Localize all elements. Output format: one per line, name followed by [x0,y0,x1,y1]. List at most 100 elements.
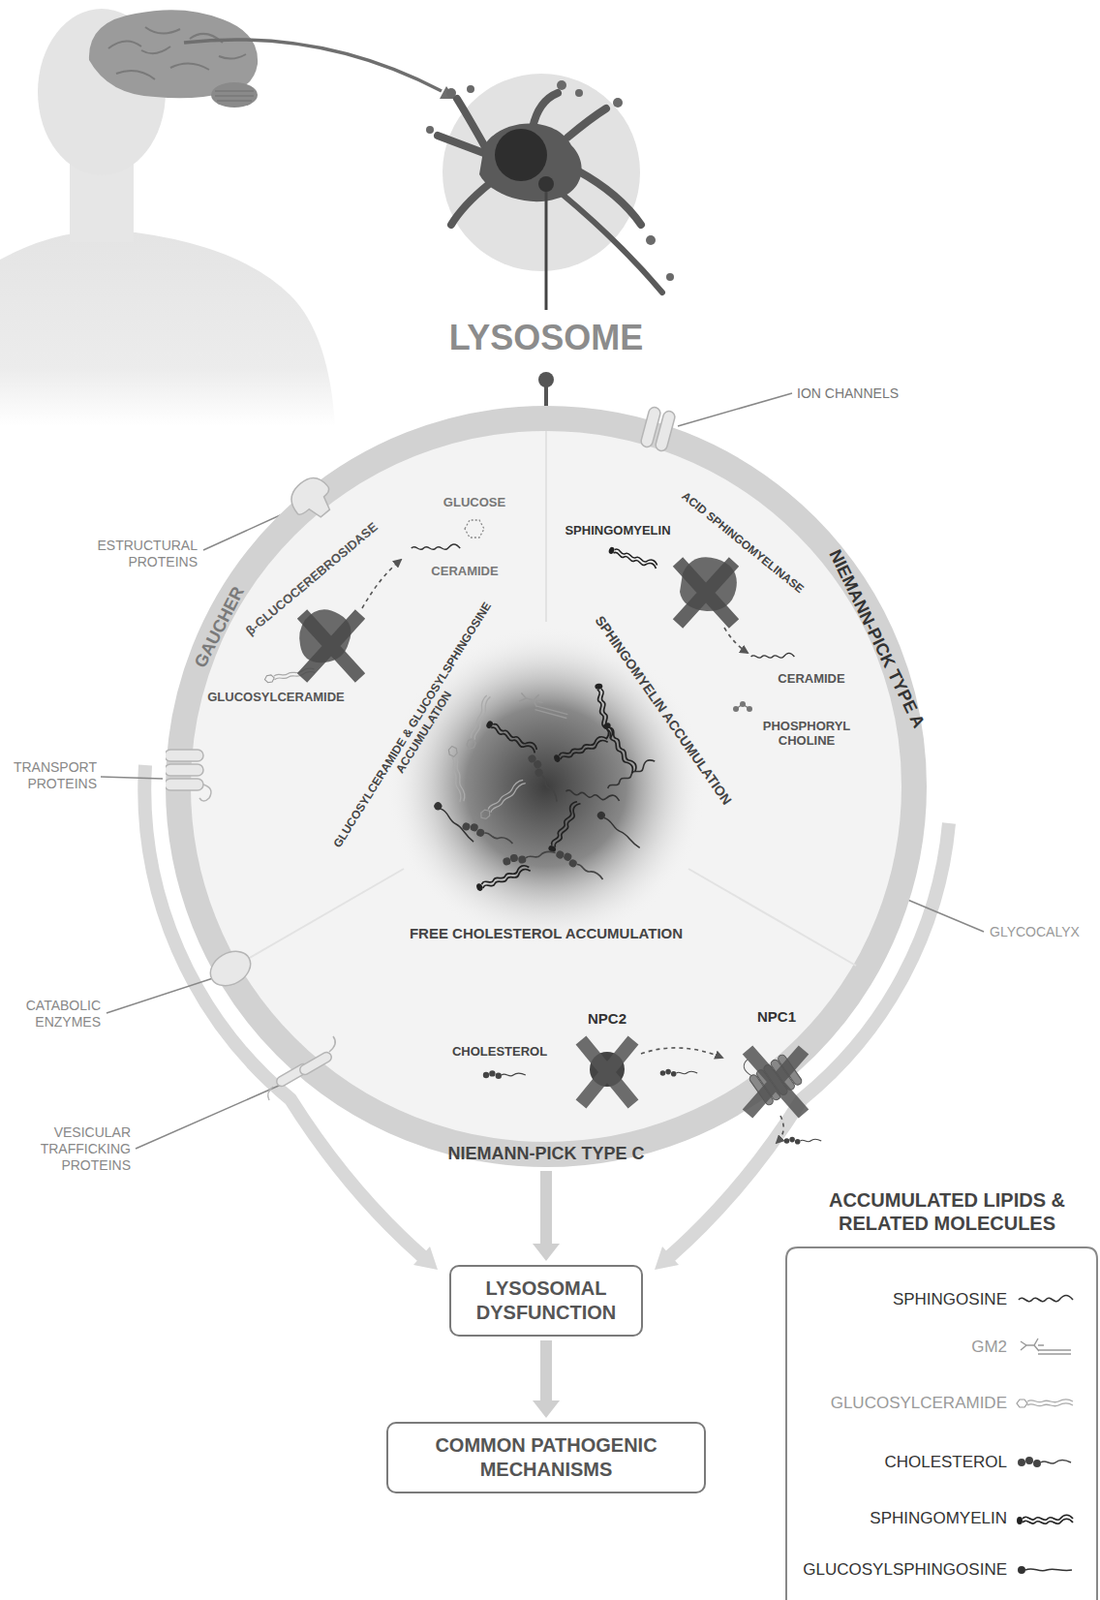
accumulated-lipids-part [465,694,493,750]
legend-samples-part [1018,1295,1073,1302]
membrane-proteins-part [654,409,676,453]
gaucher-enzyme-part [302,613,361,678]
accumulated-lipids-part [448,745,466,803]
gaucher-enzyme-part [362,559,401,609]
leader-lines-part [135,1084,281,1149]
neuron-illustration-part [556,80,567,91]
neuron-illustration-part [575,89,583,97]
legend-text: GLUCOSYLSPHINGOSINE [784,1559,1008,1580]
accumulated-lipids-part [485,718,539,755]
neuron-illustration-part [466,85,475,93]
legend-text: SPHINGOMYELIN [784,1508,1008,1528]
label-text: ION CHANNELS [796,385,923,402]
membrane-proteins-part [165,778,204,791]
neuron-illustration-part [446,88,457,98]
sector-lines-part [236,868,404,966]
neuron-illustration-part [538,176,554,192]
npc-proteins-part [580,1039,634,1104]
npc-proteins-part [776,1115,784,1143]
npc-proteins-part [483,1069,526,1079]
label-text: VESICULAR TRAFFICKING PROTEINS [22,1124,131,1173]
label-text: ESTRUCTURAL PROTEINS [89,537,198,571]
label-text: NIEMANN-PICK TYPE C [391,1143,702,1165]
lysosome-pointer-part [544,385,549,409]
leader-lines-part [905,898,984,932]
arrow-head [532,1243,560,1261]
accumulated-lipids-part [475,863,532,892]
lysosome-membrane [178,418,915,1155]
neuron-illustration-part [561,193,663,293]
arrow-shaft [540,1340,552,1403]
brain-icon [89,9,258,108]
neuron-illustration-part [479,123,582,203]
membrane-proteins-part [298,1050,334,1077]
label-text: NPC1 [742,1008,811,1026]
accumulated-lipids-part [546,799,582,854]
neuron-illustration-part [645,235,656,245]
accumulated-lipids-part [432,800,477,845]
label-text: GLYCOCALYX [989,923,1095,941]
membrane-proteins-part [268,1036,337,1100]
legend-samples-part [1016,1514,1073,1525]
label-text: NPC2 [573,1009,642,1028]
brain-icon-part [211,82,258,108]
label-text: CERAMIDE [421,563,509,580]
flow-arrow [532,1340,560,1418]
membrane-proteins [165,405,676,1100]
acid-sphingomyelinase-enzyme-part [724,627,748,653]
brain-to-neuron-arrow-part [439,86,456,99]
accumulated-lipids-part [594,682,614,740]
flow-arrow [532,1170,560,1261]
legend-samples [1016,1295,1073,1575]
neuron-illustration-part [494,128,548,182]
brain-icon-part [214,91,254,101]
lysosome-pointer-part [538,371,554,388]
membrane-proteins-part [165,749,204,762]
leader-lines-part [100,776,163,779]
box-text: LYSOSOMAL DYSFUNCTION [464,1276,628,1325]
accumulated-lipids-part [602,720,639,774]
npc-proteins-part [641,1047,723,1058]
accumulated-lipids-part [553,847,606,884]
accumulated-lipids-part [525,752,562,804]
accumulated-lipids-part [460,819,515,848]
leader-lines-part [677,393,793,427]
neuron-illustration-part [426,125,434,134]
process-box: LYSOSOMAL DYSFUNCTION [449,1264,643,1337]
arrow-shaft [540,1170,552,1246]
sector-lines-part [688,868,856,966]
accumulated-lipids-part [565,787,620,803]
label-text: ACCUMULATED LIPIDS & RELATED MOLECULES [811,1188,1083,1235]
accumulated-lipids-part [606,757,657,790]
membrane-proteins-part [199,784,212,801]
process-box: COMMON PATHOGENIC MECHANISMS [386,1421,706,1494]
npc-proteins-part [784,1136,823,1145]
accumulated-lipids-part [478,778,527,822]
acid-sphingomyelinase-enzyme-part [735,703,750,709]
outer-flow-arrows-part [654,1246,679,1270]
membrane-proteins-part [283,471,340,528]
accumulated-lipids [432,682,656,892]
npc-proteins-part [660,1069,699,1077]
legend-samples-part [1020,1338,1071,1354]
leader-lines-part [106,977,214,1013]
neuron-illustration-part [437,92,642,225]
membrane-proteins-part [204,944,257,993]
human-silhouette [0,8,336,427]
acid-sphingomyelinase-enzyme-part [733,701,753,712]
label-text: TRANSPORT PROTEINS [7,759,97,793]
label-text: GLUCOSE [430,494,519,511]
label-text: CERAMIDE [767,671,856,687]
legend-samples-part [1017,1565,1072,1574]
acid-sphingomyelinase-enzyme-part [677,561,734,624]
sector-lines-part [545,430,548,622]
brain-to-neuron-arrow-part [183,39,442,92]
membrane-proteins-part [165,763,204,776]
neuron-illustration-part [666,273,674,281]
human-silhouette-part [0,232,336,427]
label-text: SPHINGOMYELIN [554,522,681,539]
legend-text: GM2 [784,1337,1008,1357]
acid-sphingomyelinase-enzyme-part [608,545,659,571]
neuron-illustration-part [545,185,549,310]
